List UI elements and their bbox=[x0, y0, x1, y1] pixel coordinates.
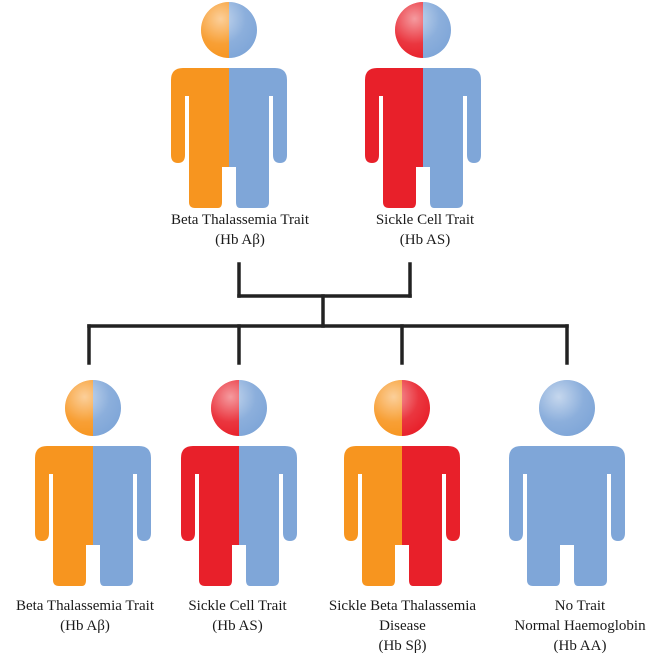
head-highlight bbox=[539, 380, 595, 436]
child-label-genotype: (Hb AA) bbox=[553, 638, 607, 654]
parent-label-line: Sickle Cell Trait bbox=[375, 212, 475, 228]
child-label-line: (Hb AS) bbox=[212, 618, 263, 634]
child-figure-1 bbox=[35, 380, 151, 586]
parent-label-line: Beta Thalassemia Trait bbox=[170, 212, 310, 228]
child-label-line: Sickle Beta Thalassemia bbox=[328, 598, 477, 614]
child-label-line: (Hb Aβ) bbox=[60, 618, 110, 634]
child-figure-2 bbox=[181, 380, 297, 586]
child-figure-3 bbox=[344, 380, 460, 586]
child-label-line: Beta Thalassemia Trait bbox=[15, 598, 155, 614]
child-label-line: Sickle Cell Trait bbox=[188, 598, 287, 614]
child-label-line: Disease bbox=[379, 618, 426, 634]
parent-figure-1 bbox=[171, 2, 287, 208]
parent-label-genotype: (Hb AS) bbox=[399, 232, 451, 248]
head-highlight bbox=[201, 2, 257, 58]
parent-figure-2 bbox=[365, 2, 481, 208]
child-label-line: Normal Haemoglobin bbox=[514, 618, 646, 634]
parent-label-sickle-cell-trait: Sickle Cell Trait (Hb AS) bbox=[345, 210, 505, 250]
head-highlight bbox=[211, 380, 267, 436]
child-label-sickle-cell-trait: Sickle Cell Trait (Hb AS) bbox=[170, 596, 305, 636]
head-highlight bbox=[374, 380, 430, 436]
child-label-no-trait: No Trait Normal Haemoglobin (Hb AA) bbox=[495, 596, 665, 656]
child-label-genotype: (Hb Sβ) bbox=[378, 638, 427, 654]
parent-label-beta-thalassemia-trait: Beta Thalassemia Trait (Hb Aβ) bbox=[145, 210, 335, 250]
pedigree-connectors bbox=[87, 262, 569, 365]
head-highlight bbox=[395, 2, 451, 58]
child-figure-4 bbox=[509, 380, 625, 586]
child-label-beta-thalassemia-trait: Beta Thalassemia Trait (Hb Aβ) bbox=[0, 596, 170, 636]
parent-label-genotype: (Hb Aβ) bbox=[215, 232, 265, 248]
head-highlight bbox=[65, 380, 121, 436]
child-label-line: No Trait bbox=[554, 598, 606, 614]
child-label-sickle-beta-thalassemia-disease: Sickle Beta Thalassemia Disease (Hb Sβ) bbox=[310, 596, 495, 656]
